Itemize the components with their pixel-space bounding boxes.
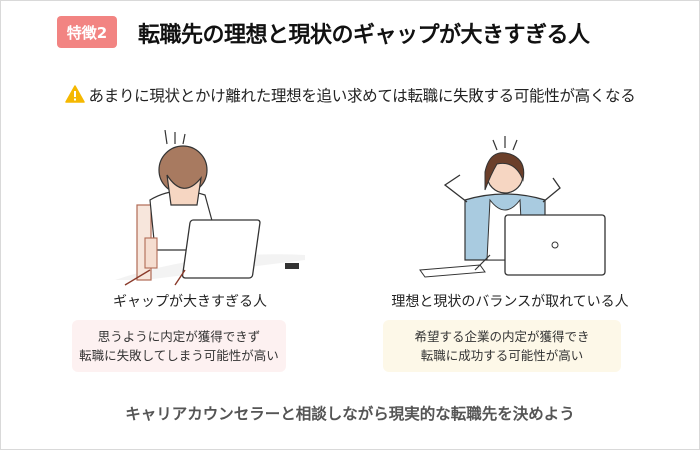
page-title: 転職先の理想と現状のギャップが大きすぎる人 xyxy=(138,23,590,48)
left-result-line: 思うように内定が獲得できず xyxy=(97,329,261,344)
happy-person-illustration xyxy=(419,136,606,278)
feature-badge: 特徴2 xyxy=(57,16,117,48)
warning-line: あまりに現状とかけ離れた理想を追い求めては転職に失敗する可能性が高くなる xyxy=(0,84,700,106)
left-result-box: 思うように内定が獲得できず 転職に失敗してしまう可能性が高い xyxy=(72,320,286,372)
right-caption: 理想と現状のバランスが取れている人 xyxy=(391,294,629,310)
right-result-line: 希望する企業の内定が獲得でき xyxy=(414,329,590,344)
left-caption: ギャップが大きすぎる人 xyxy=(113,294,267,310)
right-result-box: 希望する企業の内定が獲得でき 転職に成功する可能性が高い xyxy=(383,320,621,372)
warning-text: あまりに現状とかけ離れた理想を追い求めては転職に失敗する可能性が高くなる xyxy=(88,87,636,105)
stressed-person-illustration xyxy=(115,130,305,286)
right-result-line: 転職に成功する可能性が高い xyxy=(420,348,584,363)
footer-message: キャリアカウンセラーと相談しながら現実的な転職先を決めよう xyxy=(125,405,575,423)
left-result-line: 転職に失敗してしまう可能性が高い xyxy=(79,348,279,363)
warning-icon xyxy=(64,85,85,103)
